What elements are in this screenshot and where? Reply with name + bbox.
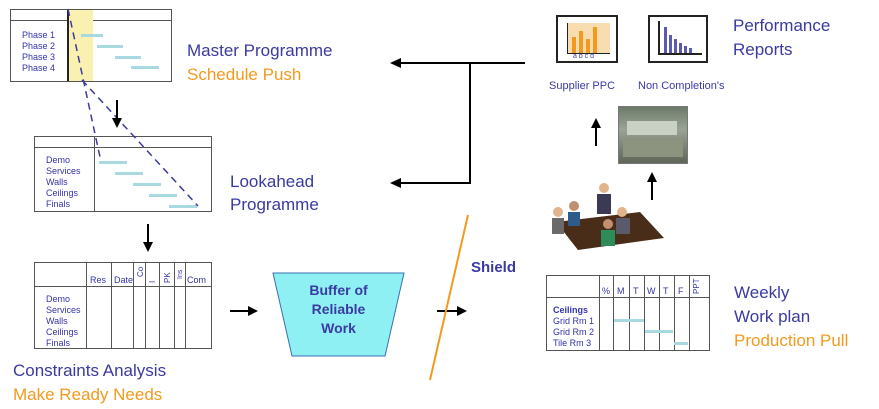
activity-label: Demo [46, 294, 71, 304]
buffer-line2: Reliable [311, 301, 366, 317]
buffer-line1: Buffer of [309, 282, 368, 298]
column-header: T [663, 286, 669, 296]
make-ready-label: Make Ready Needs [13, 385, 163, 404]
supplier-ppc-label: Supplier PPC [549, 80, 616, 92]
gantt-bar [149, 194, 177, 197]
phase-label: Phase 1 [22, 30, 56, 40]
gantt-bar [99, 161, 127, 164]
master-programme-title: Master Programme [187, 41, 333, 60]
phase-label: Phase 2 [22, 41, 56, 51]
column-header: % [602, 286, 611, 296]
weekly-plan-chart: % M T W T F PPT Ceilings Grid Rm 1 Grid … [546, 275, 710, 351]
arrow-up-2 [647, 172, 657, 200]
arrow-up-1 [591, 118, 601, 146]
gantt-bar [169, 205, 197, 208]
weekly-group-label: Ceilings [553, 305, 589, 315]
supplier-ppc-chart: a b c d [556, 15, 618, 63]
shield-label: Shield [471, 259, 517, 276]
schedule-push-label: Schedule Push [187, 65, 302, 84]
weekly-title-line2: Work plan [734, 307, 811, 326]
activity-label: Walls [46, 177, 68, 187]
constraints-header-row [35, 263, 211, 287]
lookahead-header-row [35, 137, 211, 148]
activity-label: Walls [46, 316, 68, 326]
arrow-reports-to-master [390, 58, 525, 68]
activity-label: Ceilings [46, 188, 79, 198]
lookahead-chart: Demo Services Walls Ceilings Finals [34, 136, 212, 212]
buffer-text: Buffer of Reliable Work [292, 281, 385, 338]
gantt-bar [614, 319, 644, 322]
performance-title-line2: Reports [733, 40, 793, 59]
column-header: T [633, 286, 639, 296]
column-header: Date [114, 275, 134, 285]
control-room-photo [618, 106, 688, 164]
activity-label: Demo [46, 155, 71, 165]
gantt-bar [97, 45, 123, 48]
gantt-bar [674, 342, 688, 345]
performance-title-line1: Performance [733, 16, 831, 35]
gantt-bar [131, 66, 159, 69]
gantt-bar [645, 330, 673, 333]
gantt-bar [115, 172, 143, 175]
buffer-shape [272, 272, 405, 357]
activity-label: Services [46, 166, 81, 176]
task-label: Grid Rm 1 [553, 316, 595, 326]
arrow-master-to-lookahead [112, 100, 122, 128]
production-pull-label: Production Pull [734, 331, 849, 350]
column-header: Res [90, 275, 107, 285]
non-completion-chart [648, 15, 708, 63]
task-label: Grid Rm 2 [553, 327, 595, 337]
gantt-bar [133, 183, 161, 186]
lookahead-title-line1: Lookahead [230, 172, 315, 191]
weekly-title-line1: Weekly [734, 283, 790, 302]
column-header: F [678, 286, 684, 296]
constraints-chart: Res Date Co I PK Ins Com Demo Services W… [34, 262, 212, 349]
phase-label: Phase 4 [22, 63, 56, 73]
shield-line [429, 214, 469, 381]
constraints-title: Constraints Analysis [13, 361, 167, 380]
arrow-constraints-to-buffer [230, 306, 258, 316]
arrow-lookahead-to-constraints [143, 224, 153, 252]
master-programme-chart: Phase 1 Phase 2 Phase 3 Phase 4 [10, 9, 172, 82]
master-divider [67, 10, 69, 81]
column-header: W [647, 286, 656, 296]
activity-label: Finals [46, 338, 71, 348]
arrow-meeting-to-lookahead [390, 63, 471, 188]
gantt-bar [81, 34, 103, 37]
buffer-line3: Work [321, 320, 356, 336]
dashed-line [81, 79, 199, 207]
gantt-bar [115, 56, 141, 59]
task-label: Tile Rm 3 [553, 338, 592, 348]
chart-letters: a b c d [573, 53, 595, 60]
activity-label: Ceilings [46, 327, 79, 337]
non-completion-label: Non Completion's [638, 80, 725, 92]
lookahead-divider [94, 137, 95, 211]
arrow-buffer-to-weekly [437, 306, 467, 316]
activity-label: Finals [46, 199, 71, 209]
column-header: M [617, 286, 625, 296]
activity-label: Services [46, 305, 81, 315]
phase-label: Phase 3 [22, 52, 56, 62]
lookahead-title-line2: Programme [230, 195, 319, 214]
column-header: Com [187, 275, 207, 285]
